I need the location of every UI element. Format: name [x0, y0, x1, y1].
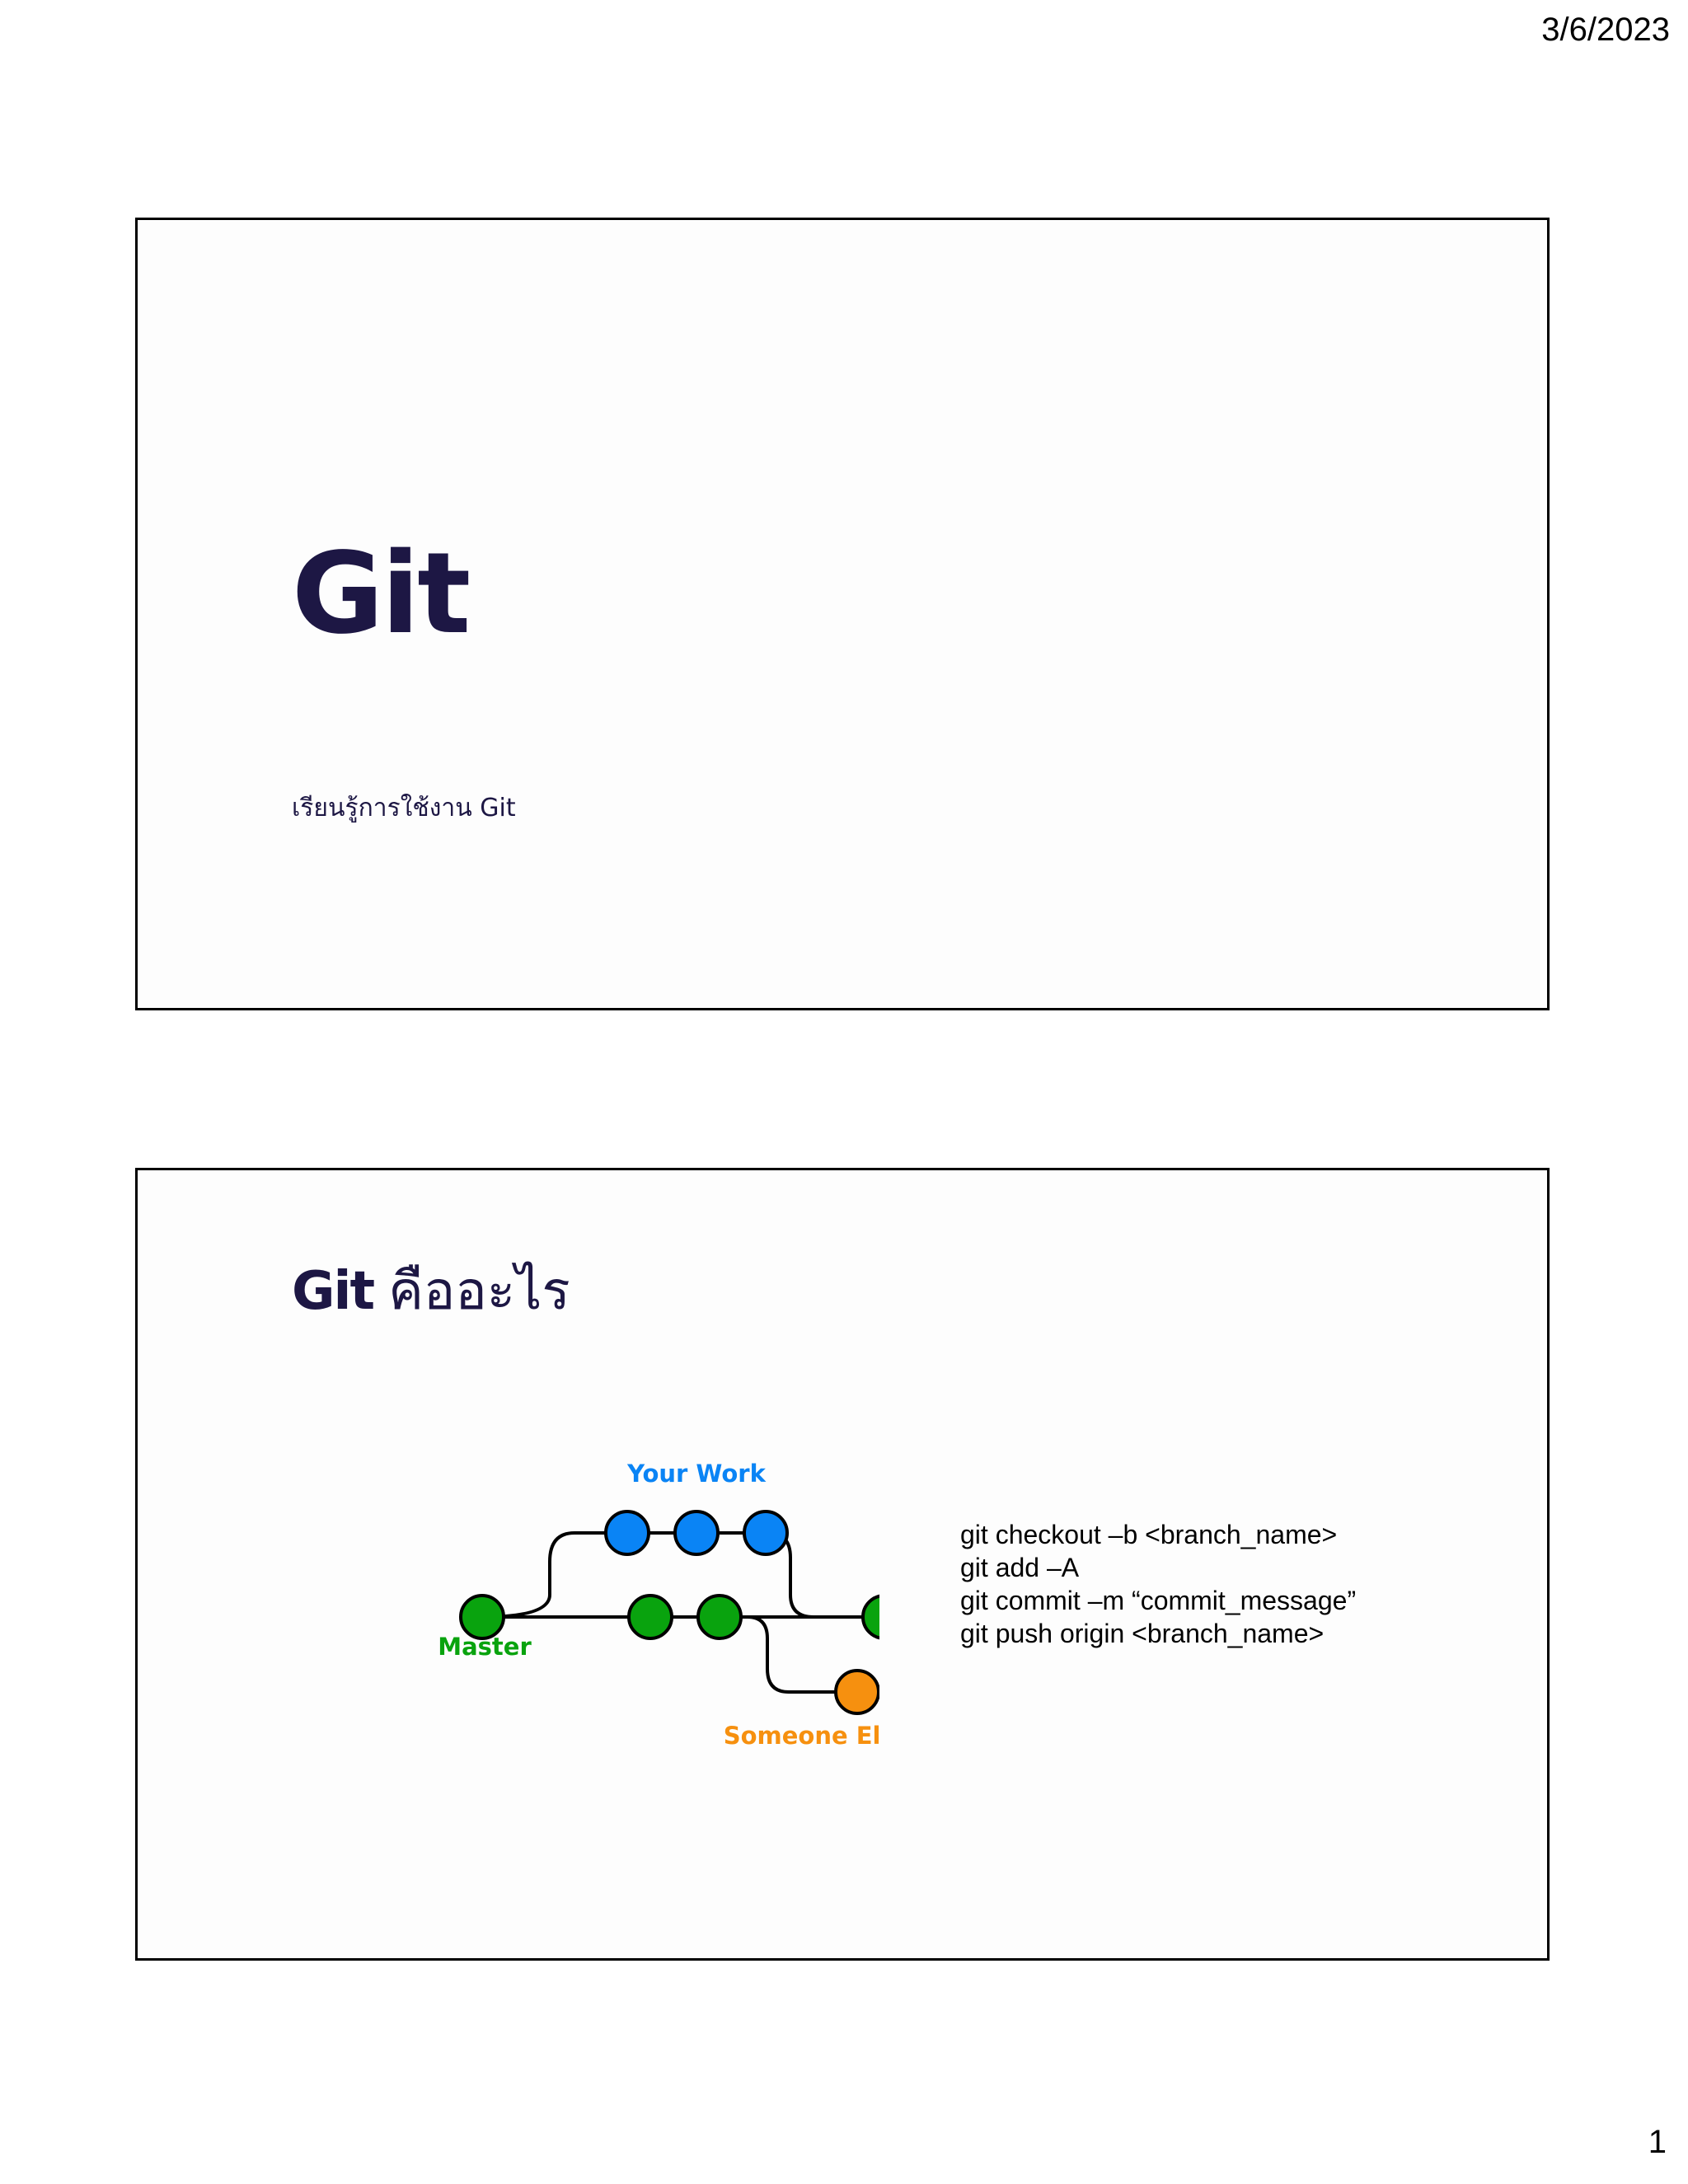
your-work-commit-1 [604, 1510, 650, 1556]
branch-lines [481, 1531, 879, 1694]
git-commands-list: git checkout –b <branch_name> git add –A… [960, 1518, 1356, 1650]
command-line: git add –A [960, 1553, 1080, 1582]
heading-git-word: Git [292, 1261, 375, 1322]
someone-else-commit [834, 1669, 879, 1715]
command-line: git commit –m “commit_message” [960, 1586, 1357, 1615]
label-your-work: Your Work [626, 1460, 766, 1488]
your-work-commit-3 [743, 1510, 789, 1556]
master-commit-2 [627, 1594, 673, 1640]
your-work-commits [604, 1510, 789, 1556]
command-line: git checkout –b <branch_name> [960, 1520, 1338, 1549]
command-line: git push origin <branch_name> [960, 1619, 1325, 1648]
your-work-branch-line [481, 1531, 814, 1619]
master-commit-1 [459, 1594, 505, 1640]
master-commits [459, 1594, 879, 1640]
slide-1: Git เรียนรู้การใช้งาน Git [135, 218, 1550, 1010]
page-number: 1 [1648, 2124, 1667, 2160]
git-branch-diagram: Your Work Master Someone Else’s Work [438, 1460, 879, 1750]
label-someone-else: Someone Else’s Work [724, 1722, 879, 1750]
slide-subtitle: เรียนรู้การใช้งาน Git [292, 794, 516, 823]
heading-thai-word: คืออะไร [388, 1261, 570, 1322]
slide-title: Git [292, 529, 471, 659]
your-work-commit-2 [673, 1510, 720, 1556]
page-date: 3/6/2023 [1541, 12, 1670, 48]
master-commit-3 [696, 1594, 743, 1640]
master-commit-4 [861, 1594, 879, 1640]
